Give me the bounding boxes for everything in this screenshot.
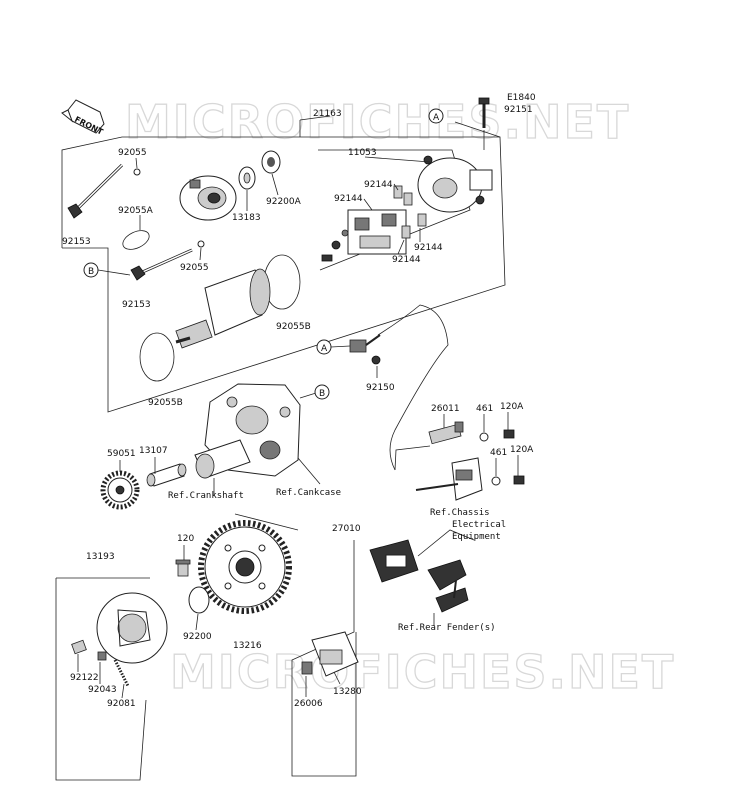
o-ring-92055-mid — [197, 240, 205, 248]
o-ring-92055-top — [133, 168, 141, 176]
bolt-120 — [175, 559, 191, 577]
crankcase-b-leader — [299, 392, 317, 399]
starter-motor-body — [175, 268, 271, 349]
starter-clutch-gear-13216 — [198, 520, 292, 614]
svg-text:B: B — [319, 389, 325, 399]
diagram-code: E1840 — [507, 93, 536, 103]
svg-text:A: A — [321, 344, 328, 354]
front-arrow-icon: FRONT — [61, 99, 105, 137]
rear-fender-bracket — [427, 559, 469, 626]
leader-lines — [77, 130, 519, 699]
part-92144-1: 92144 — [364, 180, 393, 190]
part-26011: 26011 — [431, 404, 460, 414]
svg-text:B: B — [88, 267, 94, 277]
part-13183: 13183 — [232, 213, 261, 223]
relay-26011 — [394, 421, 515, 471]
part-92144-3: 92144 — [414, 243, 443, 253]
part-461-top: 461 — [476, 404, 493, 414]
part-13216: 13216 — [233, 641, 262, 651]
part-26006: 26006 — [294, 699, 323, 709]
part-461-bottom: 461 — [490, 448, 507, 458]
ref-crankshaft: Ref.Crankshaft — [168, 491, 244, 501]
part-92144-2: 92144 — [334, 194, 363, 204]
callout-b-mid: B — [314, 384, 330, 400]
part-120: 120 — [177, 534, 194, 544]
watermark-bottom: MICROFICHES.NET — [170, 645, 675, 699]
ref-chassis-line3: Equipment — [452, 532, 501, 542]
part-21163: 21163 — [313, 109, 342, 119]
washer-92200A — [261, 150, 281, 174]
washer-92200 — [188, 586, 210, 614]
ref-chassis-line2: Electrical — [452, 520, 506, 530]
callout-a-mid: A — [316, 339, 332, 355]
starter-relay-27010 — [291, 529, 475, 777]
gear-13216-leader — [234, 513, 299, 531]
part-92153-top: 92153 — [62, 237, 91, 247]
brush-springs-92144 — [393, 185, 427, 239]
gear-59051 — [100, 470, 140, 510]
callout-b-left: B — [83, 262, 99, 278]
bolt-92151 — [478, 97, 490, 128]
part-13280: 13280 — [333, 687, 362, 697]
chassis-relay — [415, 457, 525, 501]
part-92055B-right: 92055B — [276, 322, 311, 332]
o-ring-92055B-left — [139, 332, 175, 382]
part-92055A: 92055A — [118, 206, 154, 216]
part-120A-top: 120A — [500, 402, 524, 412]
bolt-92153-bottom — [130, 248, 193, 281]
crankcase-leader — [297, 457, 321, 485]
shaft-13107 — [146, 463, 187, 487]
callout-a-top: A — [428, 108, 444, 124]
watermark-top: MICROFICHES.NET — [125, 95, 630, 149]
ref-crankcase: Ref.Cankcase — [276, 488, 341, 498]
part-92153-bottom: 92153 — [122, 300, 151, 310]
bolt-92153-top — [67, 163, 124, 219]
part-92081: 92081 — [107, 699, 136, 709]
svg-text:A: A — [433, 113, 440, 123]
part-92043: 92043 — [88, 685, 117, 695]
starter-cable — [349, 304, 449, 471]
part-92200: 92200 — [183, 632, 212, 642]
part-13107: 13107 — [139, 446, 168, 456]
ref-rear-fender: Ref.Rear Fender(s) — [398, 623, 496, 633]
part-92122: 92122 — [70, 673, 99, 683]
part-59051: 59051 — [107, 449, 136, 459]
o-ring-92055A — [122, 230, 150, 250]
washer-13183 — [238, 166, 256, 190]
brush-plate — [321, 209, 407, 262]
part-92055-top: 92055 — [118, 148, 147, 158]
starter-front-cover — [179, 175, 237, 221]
ref-chassis-line1: Ref.Chassis — [430, 508, 490, 518]
rear-cover-11053 — [417, 155, 493, 213]
part-27010: 27010 — [332, 524, 361, 534]
part-92150: 92150 — [366, 383, 395, 393]
part-92144-4: 92144 — [392, 255, 421, 265]
part-11053: 11053 — [348, 148, 377, 158]
part-92151: 92151 — [504, 105, 533, 115]
crankshaft — [194, 439, 251, 479]
part-92200A: 92200A — [266, 197, 302, 207]
part-13193: 13193 — [86, 552, 115, 562]
starter-clutch-13193 — [55, 577, 168, 781]
part-120A-bottom: 120A — [510, 445, 534, 455]
relay-cover-13280 — [301, 631, 359, 677]
part-92055-mid: 92055 — [180, 263, 209, 273]
part-92055B-left: 92055B — [148, 398, 183, 408]
